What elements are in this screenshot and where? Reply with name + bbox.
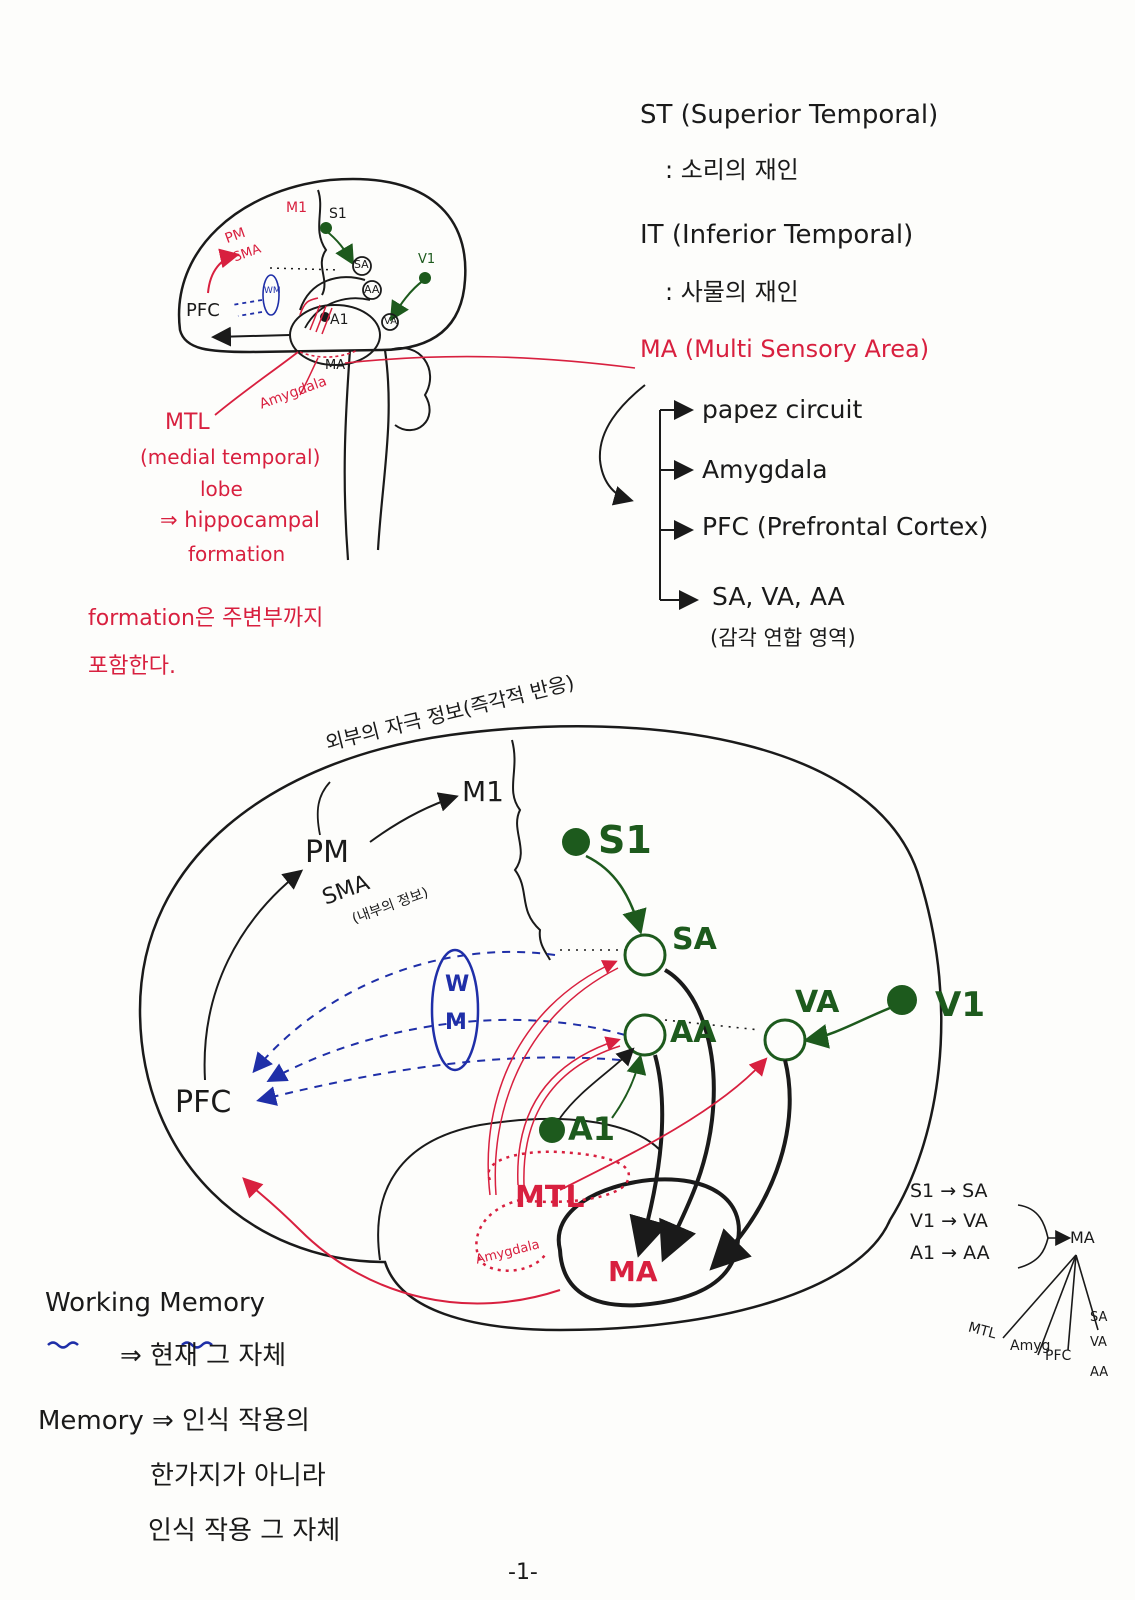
big-wm-w: W xyxy=(445,972,470,997)
memory-line-3: 인식 작용 그 자체 xyxy=(148,1516,341,1546)
summary-branch-amyg: Amyg xyxy=(1010,1338,1051,1354)
big-v1: V1 xyxy=(935,985,985,1025)
summary-branch-va: VA xyxy=(1090,1335,1107,1350)
summary-line-2: V1 → VA xyxy=(910,1210,988,1232)
formation-note-2: 포함한다. xyxy=(88,654,176,679)
wm-squiggle-1 xyxy=(47,1341,79,1349)
small-wm: WM xyxy=(264,286,281,296)
wm-squiggle-2 xyxy=(181,1341,213,1349)
small-m1: M1 xyxy=(286,200,307,216)
small-ma: MA xyxy=(325,358,346,373)
target-association: SA, VA, AA xyxy=(712,582,845,611)
big-pm: PM xyxy=(305,835,349,870)
summary-branch-aa: AA xyxy=(1090,1365,1109,1380)
target-amygdala: Amygdala xyxy=(702,455,828,484)
target-papez: papez circuit xyxy=(702,395,863,424)
big-pfc: PFC xyxy=(175,1085,232,1120)
mtl-lobe: lobe xyxy=(200,477,243,501)
hippo-label: ⇒ hippocampal xyxy=(160,508,320,532)
big-aa: AA xyxy=(670,1015,717,1050)
page-number: -1- xyxy=(508,1560,538,1585)
big-m1: M1 xyxy=(462,775,504,808)
ma-title: MA (Multi Sensory Area) xyxy=(640,335,930,363)
big-va: VA xyxy=(795,985,840,1020)
formation-note-1: formation은 주변부까지 xyxy=(88,606,324,631)
summary-branch-pfc: PFC xyxy=(1045,1348,1072,1364)
wm-desc: ⇒ 현재 그 자체 xyxy=(120,1341,287,1371)
st-desc: : 소리의 재인 xyxy=(665,156,799,184)
summary-branch-sa: SA xyxy=(1090,1310,1108,1325)
it-desc: : 사물의 재인 xyxy=(665,278,799,306)
summary-diagram xyxy=(1002,1204,1099,1356)
memory-line-2: 한가지가 아니라 xyxy=(150,1461,326,1491)
big-mtl: MTL xyxy=(515,1180,585,1215)
small-v1: V1 xyxy=(418,252,436,267)
big-brain xyxy=(138,725,943,1332)
small-va: VA xyxy=(384,316,398,327)
big-sa: SA xyxy=(672,922,717,957)
formation-label: formation xyxy=(188,542,286,566)
wm-title: Working Memory xyxy=(45,1288,266,1318)
mtl-label: MTL xyxy=(165,410,210,435)
mtl-full: (medial temporal) xyxy=(140,445,321,469)
big-ma: MA xyxy=(608,1255,658,1288)
target-pfc: PFC (Prefrontal Cortex) xyxy=(702,512,989,541)
ma-branches xyxy=(598,384,699,610)
st-title: ST (Superior Temporal) xyxy=(640,100,939,130)
it-title: IT (Inferior Temporal) xyxy=(640,220,914,250)
small-sa: SA xyxy=(354,258,369,271)
small-brain xyxy=(177,177,636,561)
memory-line-1: Memory ⇒ 인식 작용의 xyxy=(38,1406,310,1436)
summary-line-1: S1 → SA xyxy=(910,1180,988,1202)
small-a1: A1 xyxy=(330,312,349,328)
small-s1: S1 xyxy=(329,206,347,222)
big-s1: S1 xyxy=(598,818,652,862)
big-wm-m: M xyxy=(445,1010,467,1035)
targets-note: (감각 연합 영역) xyxy=(710,626,856,650)
big-a1: A1 xyxy=(568,1110,616,1148)
summary-ma: MA xyxy=(1070,1228,1095,1247)
small-aa: AA xyxy=(364,283,380,296)
summary-line-3: A1 → AA xyxy=(910,1242,990,1264)
small-pfc: PFC xyxy=(186,300,220,321)
